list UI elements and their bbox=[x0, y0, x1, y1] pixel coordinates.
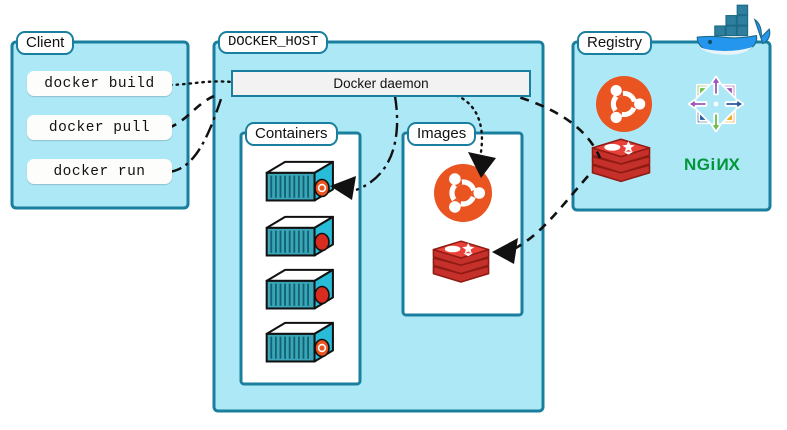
registry-panel bbox=[571, 40, 772, 212]
container-badge-redis-3 bbox=[314, 285, 330, 305]
command-docker-build[interactable]: docker build bbox=[27, 71, 172, 96]
nginx-text-part-ng: NGi bbox=[684, 155, 716, 174]
nginx-text-part-x: X bbox=[728, 155, 741, 174]
registry-centos-icon bbox=[687, 75, 745, 133]
images-panel-label: Images bbox=[407, 122, 477, 147]
docker-daemon-bar: Docker daemon bbox=[231, 70, 531, 97]
command-docker-run[interactable]: docker run bbox=[27, 159, 172, 184]
image-ubuntu-icon bbox=[434, 164, 492, 222]
containers-panel-label: Containers bbox=[245, 122, 338, 147]
client-panel-label: Client bbox=[16, 31, 75, 56]
nginx-text-part-n-reversed: N bbox=[715, 155, 729, 174]
image-redis-icon bbox=[432, 240, 490, 283]
container-badge-ubuntu-1 bbox=[314, 178, 330, 198]
registry-nginx-logo: NGiNX bbox=[684, 155, 740, 175]
docker-host-panel-label: DOCKER_HOST bbox=[218, 31, 329, 55]
images-panel bbox=[401, 131, 524, 317]
registry-panel-label: Registry bbox=[577, 31, 653, 56]
container-badge-redis-2 bbox=[314, 232, 330, 252]
registry-ubuntu-icon bbox=[596, 76, 652, 132]
registry-redis-icon bbox=[591, 138, 651, 183]
container-badge-ubuntu-4 bbox=[314, 338, 330, 358]
command-docker-pull[interactable]: docker pull bbox=[27, 115, 172, 140]
